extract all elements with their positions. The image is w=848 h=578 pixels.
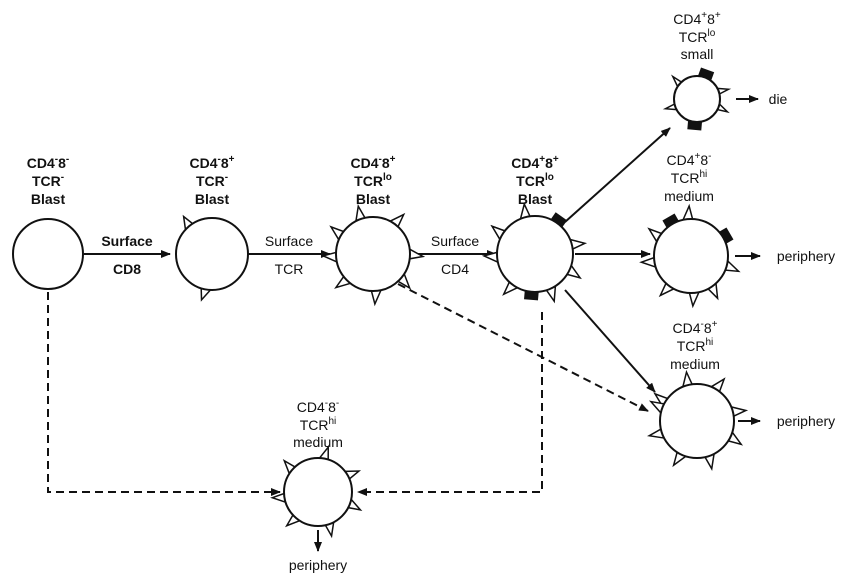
cell-body-c1 (13, 219, 83, 289)
cell-body-c8 (284, 458, 352, 526)
tcr-spike-c3-5 (371, 290, 381, 304)
outcome-die: die (769, 91, 788, 107)
svg-text:small: small (681, 46, 714, 62)
svg-text:CD4: CD4 (441, 261, 469, 277)
cell-c7 (649, 372, 746, 469)
dashed-arrow-c4-c8 (358, 312, 542, 492)
outcome-periphery-c6: periphery (777, 248, 835, 264)
cell-body-c5 (674, 76, 720, 122)
svg-text:CD4+8-: CD4+8- (667, 151, 712, 168)
svg-text:CD4-8+: CD4-8+ (673, 319, 718, 336)
svg-text:Blast: Blast (31, 191, 66, 207)
cell-label-c7: CD4-8+ TCRhi medium (670, 319, 720, 372)
cell-c3 (323, 206, 423, 304)
cell-label-c3: CD4-8+ TCRlo Blast (351, 154, 396, 207)
svg-text:CD8: CD8 (113, 261, 141, 277)
cell-c8 (272, 447, 360, 536)
svg-text:TCR-: TCR- (196, 172, 228, 189)
cell-body-c3 (336, 217, 410, 291)
cell-c5 (665, 67, 728, 130)
outcome-periphery-c7: periphery (777, 413, 835, 429)
svg-text:CD4+8+: CD4+8+ (511, 154, 559, 171)
cell-label-c1: CD4-8- TCR- Blast (27, 154, 70, 207)
svg-text:TCR-: TCR- (32, 172, 64, 189)
cell-body-c4 (497, 216, 573, 292)
solid-arrows (84, 99, 760, 551)
svg-text:TCRlo: TCRlo (354, 172, 392, 189)
svg-text:TCRhi: TCRhi (671, 169, 708, 186)
cell-c6 (641, 206, 738, 306)
svg-text:medium: medium (293, 434, 343, 450)
svg-text:TCR: TCR (275, 261, 304, 277)
cell-label-c5: CD4+8+ TCRlo small (673, 10, 721, 62)
cell-body-c2 (176, 218, 248, 290)
svg-text:TCRlo: TCRlo (516, 172, 554, 189)
svg-text:Blast: Blast (356, 191, 391, 207)
cell-label-c4: CD4+8+ TCRlo Blast (511, 154, 559, 207)
cell-body-c6 (654, 219, 728, 293)
cell-label-c2: CD4-8+ TCR- Blast (190, 154, 235, 207)
tcr-spike-c6-4 (689, 292, 699, 306)
cell-c1 (13, 219, 83, 289)
tcr-spike-c6-1 (683, 206, 693, 220)
svg-text:Surface: Surface (431, 233, 479, 249)
svg-text:medium: medium (664, 188, 714, 204)
dashed-arrows (48, 284, 648, 492)
svg-text:CD4-8-: CD4-8- (297, 398, 340, 415)
dashed-arrow-c1-c8 (48, 292, 280, 492)
cell-body-c7 (660, 384, 734, 458)
outcome-periphery-c8: periphery (289, 557, 347, 573)
dashed-arrow-c3-c7 (398, 284, 648, 411)
svg-text:CD4+8+: CD4+8+ (673, 10, 721, 27)
cells-layer (13, 67, 746, 535)
svg-text:TCRlo: TCRlo (679, 28, 716, 45)
svg-text:Surface: Surface (101, 233, 153, 249)
cell-label-c6: CD4+8- TCRhi medium (664, 151, 714, 204)
svg-text:CD4-8+: CD4-8+ (190, 154, 235, 171)
svg-text:Blast: Blast (518, 191, 553, 207)
svg-text:TCRhi: TCRhi (300, 416, 337, 433)
svg-text:CD4-8+: CD4-8+ (351, 154, 396, 171)
svg-text:medium: medium (670, 356, 720, 372)
cell-c2 (176, 217, 248, 300)
svg-text:TCRhi: TCRhi (677, 337, 714, 354)
arrow-c4-c5 (565, 128, 670, 222)
svg-text:Blast: Blast (195, 191, 230, 207)
svg-text:Surface: Surface (265, 233, 313, 249)
cell-label-c8: CD4-8- TCRhi medium (293, 398, 343, 450)
svg-text:CD4-8-: CD4-8- (27, 154, 70, 171)
